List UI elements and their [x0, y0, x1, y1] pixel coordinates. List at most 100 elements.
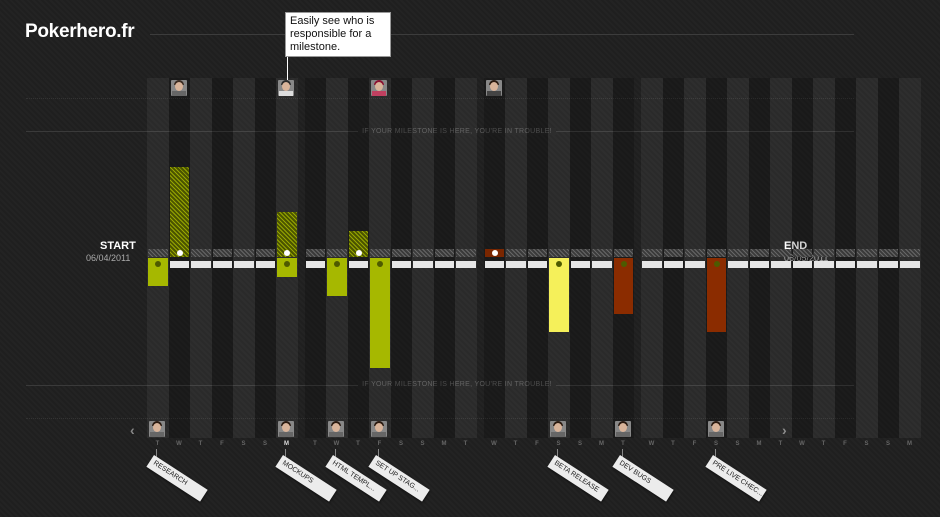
day-column: [233, 78, 255, 438]
day-column: [483, 78, 505, 438]
milestone-bar[interactable]: [613, 258, 633, 314]
avatar[interactable]: [328, 421, 344, 437]
day-label: S: [864, 441, 869, 447]
day-hatch-cell: [835, 249, 855, 257]
marker-dot: [377, 261, 383, 267]
milestone-bar[interactable]: [706, 258, 726, 332]
milestone-bar[interactable]: [348, 231, 368, 257]
day-label: T: [778, 441, 783, 447]
chevron-left-icon[interactable]: ‹: [130, 422, 135, 438]
day-slot[interactable]: [255, 261, 275, 268]
day-slot[interactable]: [642, 261, 662, 268]
avatar[interactable]: [371, 421, 387, 437]
day-slot[interactable]: [348, 261, 368, 268]
milestone-bar[interactable]: [370, 258, 390, 368]
day-slot[interactable]: [592, 261, 612, 268]
day-label: T: [155, 441, 160, 447]
day-hatch-cell: [685, 249, 705, 257]
milestone-tag[interactable]: BETA RELEASE: [547, 455, 609, 502]
milestone-pin: [285, 449, 286, 459]
day-slot[interactable]: [191, 261, 211, 268]
header-divider: [150, 34, 854, 35]
day-slot[interactable]: [835, 261, 855, 268]
day-label: M: [907, 441, 912, 447]
milestone-bar[interactable]: [277, 212, 297, 257]
avatar-shirt: [329, 432, 343, 437]
day-column: [254, 78, 276, 438]
day-hatch-cell: [434, 249, 454, 257]
avatar[interactable]: [170, 80, 187, 96]
milestone-tag[interactable]: RESEARCH: [146, 455, 208, 502]
avatar[interactable]: [149, 421, 165, 437]
day-slot[interactable]: [728, 261, 748, 268]
day-slot[interactable]: [527, 261, 547, 268]
day-label: W: [176, 441, 182, 447]
avatar[interactable]: [371, 80, 387, 96]
avatar[interactable]: [614, 421, 631, 437]
day-slot[interactable]: [570, 261, 590, 268]
milestone-pin: [557, 449, 558, 459]
milestone-tag[interactable]: DEV BUGS: [611, 455, 674, 502]
milestone-bar[interactable]: [148, 258, 168, 286]
day-label: S: [735, 441, 740, 447]
marker-dot: [284, 261, 290, 267]
day-slot[interactable]: [434, 261, 454, 268]
avatar-face: [174, 82, 183, 91]
avatar-shirt: [708, 432, 723, 437]
milestone-bar[interactable]: [169, 167, 189, 257]
day-hatch-cell: [456, 249, 476, 257]
day-slot[interactable]: [413, 261, 433, 268]
avatar-shirt: [372, 432, 386, 437]
day-slot[interactable]: [814, 261, 834, 268]
day-slot[interactable]: [169, 261, 189, 268]
day-slot[interactable]: [212, 261, 232, 268]
day-slot[interactable]: [900, 261, 920, 268]
avatar[interactable]: [278, 80, 294, 96]
marker-dot: [284, 250, 290, 256]
day-column: [505, 78, 527, 438]
day-slot[interactable]: [663, 261, 683, 268]
milestone-bar[interactable]: [277, 258, 297, 277]
day-slot[interactable]: [857, 261, 877, 268]
day-hatch-cell: [792, 249, 812, 257]
day-slot[interactable]: [234, 261, 254, 268]
day-hatch-cell: [642, 249, 662, 257]
day-slot[interactable]: [391, 261, 411, 268]
day-hatch-cell: [191, 249, 211, 257]
day-label: W: [491, 441, 497, 447]
avatar[interactable]: [707, 421, 724, 437]
day-column: [641, 78, 663, 438]
day-column: [770, 78, 792, 438]
avatar-face: [282, 82, 290, 91]
avatar[interactable]: [278, 421, 294, 437]
day-slot[interactable]: [685, 261, 705, 268]
avatar-shirt: [551, 432, 565, 437]
day-slot[interactable]: [792, 261, 812, 268]
milestone-tag[interactable]: PRE LIVE CHEC...: [704, 455, 767, 502]
day-slot[interactable]: [305, 261, 325, 268]
day-slot[interactable]: [506, 261, 526, 268]
chevron-right-icon[interactable]: ›: [782, 422, 787, 438]
day-slot[interactable]: [749, 261, 769, 268]
avatar-face: [554, 423, 562, 432]
bottom-trouble-text: IF YOUR MILESTONE IS HERE, YOU'RE IN TRO…: [358, 381, 556, 388]
day-slot[interactable]: [771, 261, 791, 268]
day-column: [899, 78, 921, 438]
day-label: T: [198, 441, 203, 447]
day-hatch-cell: [527, 249, 547, 257]
avatar[interactable]: [550, 421, 566, 437]
day-slot[interactable]: [456, 261, 476, 268]
day-label: T: [463, 441, 468, 447]
milestone-bar[interactable]: [327, 258, 347, 296]
day-label: M: [441, 441, 447, 447]
marker-dot: [155, 261, 161, 267]
avatar[interactable]: [485, 80, 502, 96]
bottom-trouble-zone-label: IF YOUR MILESTONE IS HERE, YOU'RE IN TRO…: [0, 381, 914, 388]
day-slot[interactable]: [878, 261, 898, 268]
day-hatch-cell: [900, 249, 920, 257]
day-label: T: [621, 441, 625, 447]
top-trouble-text: IF YOUR MILESTONE IS HERE, YOU'RE IN TRO…: [358, 128, 556, 135]
milestone-bar[interactable]: [549, 258, 569, 332]
day-slot[interactable]: [484, 261, 504, 268]
app-logo[interactable]: Pokerhero.fr: [25, 21, 135, 42]
